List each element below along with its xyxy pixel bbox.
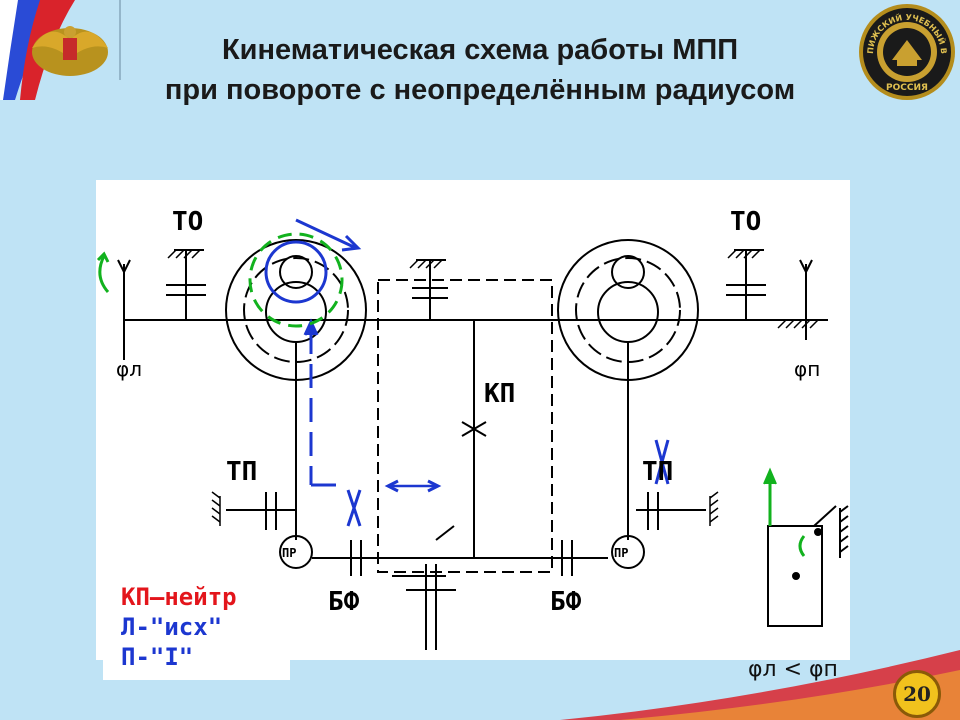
legend-l: Л-"исх" — [121, 613, 223, 641]
military-center-seal-icon: ПИЖСКИЙ УЧЕБНЫЙ ВОЕННЫЙ ЦЕНТР РОССИЯ — [857, 2, 955, 100]
label-to-right: ТО — [730, 207, 761, 237]
direction-indicator — [763, 467, 849, 627]
pr-right-circle — [611, 535, 645, 569]
label-kp: КП — [484, 379, 515, 409]
planetary-left-satellite — [279, 255, 313, 289]
label-phi-left: φл — [116, 357, 142, 381]
page-title: Кинематическая схема работы МПП при пово… — [40, 30, 920, 110]
eagle-icon — [32, 26, 108, 76]
page-number-badge: 20 — [893, 670, 941, 718]
title-line-1: Кинематическая схема работы МПП — [221, 34, 739, 66]
label-bf-right: БФ — [550, 587, 582, 617]
green-power-flow — [96, 232, 344, 328]
flag-emblem-icon — [0, 0, 121, 100]
legend-box: КП–нейтр Л-"исх" П-"I" — [103, 578, 290, 680]
label-bf-left: БФ — [328, 587, 360, 617]
label-tp-left: ТП — [226, 457, 257, 487]
angle-relation: φл < φп — [748, 657, 838, 682]
decorative-swoosh — [560, 650, 960, 720]
kp-dashed-housing — [377, 279, 553, 573]
page-number: 20 — [903, 682, 931, 706]
title-line-2: при повороте с неопределённым радиусом — [164, 74, 796, 106]
legend-kp: КП–нейтр — [121, 583, 237, 611]
label-pr-left: ПР — [282, 546, 296, 560]
seal-label: РОССИЯ — [886, 83, 928, 93]
label-tp-right: ТП — [642, 457, 673, 487]
label-pr-right: ПР — [614, 546, 628, 560]
label-phi-right: φп — [794, 357, 820, 381]
legend-p: П-"I" — [121, 643, 194, 671]
label-to-left: ТО — [172, 207, 203, 237]
planetary-right-sun — [597, 281, 659, 343]
blue-power-flow — [264, 218, 670, 527]
planetary-right-satellite — [611, 255, 645, 289]
blue-satellite-ring — [264, 240, 328, 304]
pr-left-circle — [279, 535, 313, 569]
green-dashed-ring — [248, 232, 344, 328]
